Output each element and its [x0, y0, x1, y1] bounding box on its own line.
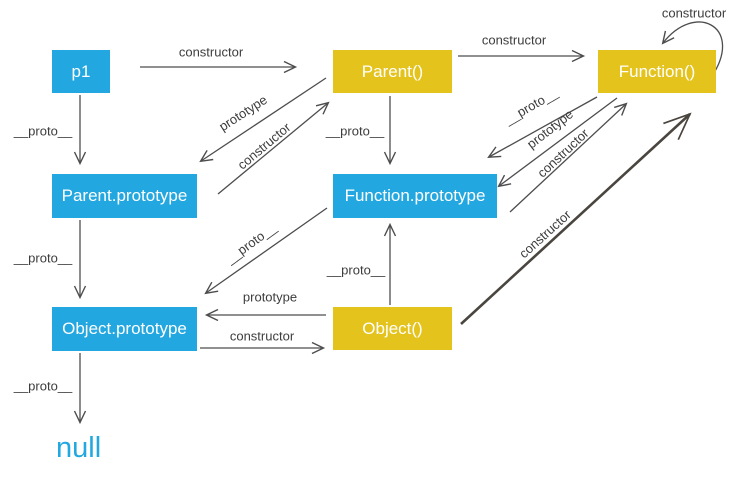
edge-label-p1-proto: __proto__ [13, 123, 73, 139]
node-parent-prototype: Parent.prototype [52, 174, 197, 218]
arrow-object-to-function-constructor-thick [460, 112, 692, 325]
edge-label-parent-to-function-prototype-proto: __proto__ [325, 123, 385, 139]
edge-label-object-prototype-to-null-proto: __proto__ [13, 378, 73, 394]
node-parent-function-label: Parent() [361, 61, 424, 81]
node-object-prototype: Object.prototype [52, 307, 197, 351]
node-parent-prototype-label: Parent.prototype [61, 186, 188, 205]
arrow-function-to-function-prototype-proto [487, 96, 598, 159]
node-parent-function: Parent() [333, 50, 452, 93]
node-p1-label: p1 [71, 61, 91, 81]
edge-label-object-proto: __proto__ [326, 262, 386, 278]
node-function-prototype: Function.prototype [333, 174, 497, 218]
node-p1: p1 [52, 50, 110, 93]
node-function-function-label: Function() [618, 61, 696, 81]
edge-label-parent-prototype-proto: __proto__ [13, 250, 73, 266]
node-object-function-label: Object() [362, 318, 423, 338]
edge-label-parent-to-function-constructor: constructor [481, 32, 547, 48]
arrow-function-prototype-to-function-constructor [509, 102, 628, 213]
arrow-function-to-function-prototype-prototype [497, 97, 618, 188]
node-function-prototype-label: Function.prototype [344, 186, 486, 205]
edge-label-function-self-constructor: constructor [661, 5, 727, 21]
arrow-function-prototype-to-object-prototype-proto [204, 207, 328, 295]
node-object-function: Object() [333, 307, 452, 350]
arrow-parent-prototype-to-parent-constructor [217, 101, 330, 195]
node-object-prototype-label: Object.prototype [62, 319, 187, 338]
node-function-function: Function() [598, 50, 716, 93]
arrow-parent-to-parent-prototype-prototype [199, 77, 327, 163]
edge-label-p1-constructor: constructor [178, 44, 244, 60]
edge-label-object-constructor-link: constructor [229, 328, 295, 344]
edge-label-object-prototype-link: prototype [242, 289, 298, 305]
node-null: null [56, 432, 102, 464]
arrow-function-self-constructor-loop [661, 21, 724, 74]
